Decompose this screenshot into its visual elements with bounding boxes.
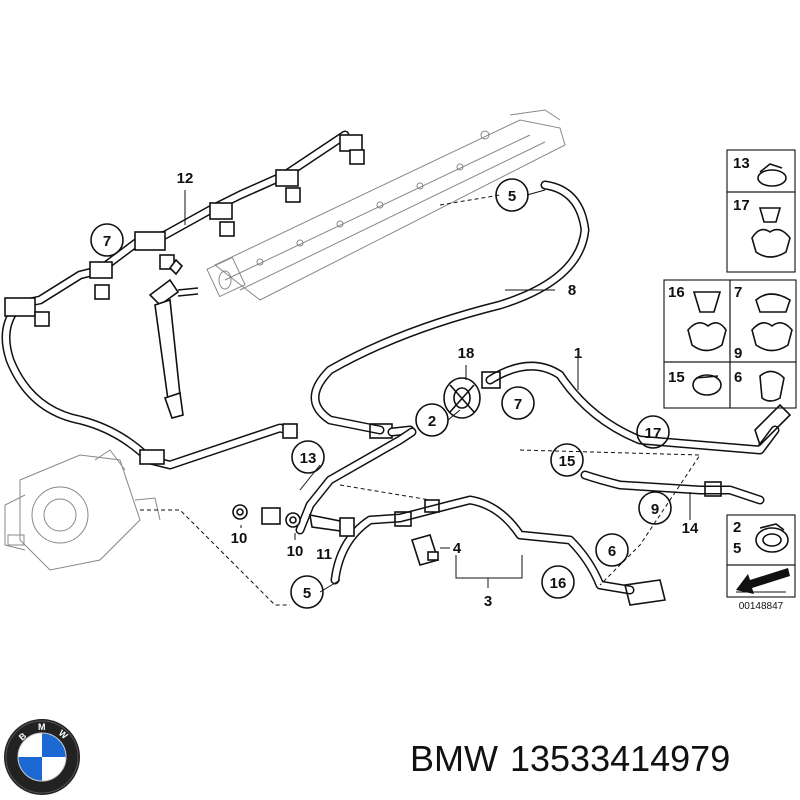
seals-and-bolt <box>232 504 355 537</box>
brand-name: BMW <box>410 738 498 779</box>
label-8: 8 <box>568 282 576 299</box>
label-11: 11 <box>316 546 332 563</box>
legend-label-16: 16 <box>668 284 685 301</box>
svg-text:7: 7 <box>514 396 522 413</box>
svg-text:5: 5 <box>508 188 516 205</box>
legend-clip-6-icon <box>759 370 785 402</box>
label-14: 14 <box>682 520 699 537</box>
svg-text:13: 13 <box>300 450 317 467</box>
legend-clamp-2-5-icon <box>755 523 789 553</box>
leader-lines <box>184 189 691 593</box>
legend-label-17: 17 <box>733 197 750 214</box>
part-caption: BMW 13533414979 <box>410 738 742 780</box>
callout-17: 17 <box>636 415 670 449</box>
svg-text:9: 9 <box>651 501 659 518</box>
legend-clip-17-icon <box>751 207 791 258</box>
return-hose-12 <box>1 130 365 470</box>
callout-5-upper: 5 <box>495 178 529 212</box>
legend-arrow-icon <box>736 568 790 594</box>
circled-callouts: 7 5 2 7 17 13 15 9 5 16 6 <box>90 178 672 609</box>
callout-5-lower: 5 <box>290 575 324 609</box>
legend-clip-7-9-icon <box>751 293 793 352</box>
bmw-logo: B M W <box>4 719 80 795</box>
callout-9: 9 <box>638 491 672 525</box>
svg-text:B: B <box>17 730 29 742</box>
legend-clip-16-icon <box>687 291 727 352</box>
hose-8 <box>310 180 590 439</box>
legend-clamp-13-icon <box>757 163 787 187</box>
svg-text:17: 17 <box>645 425 662 442</box>
callout-7-upper: 7 <box>90 223 124 257</box>
legend-label-7: 7 <box>734 284 742 301</box>
legend-label-15: 15 <box>668 369 685 386</box>
dashed-leaders <box>140 194 701 606</box>
legend-ref-code: 00148847 <box>739 601 784 612</box>
legend-clamp-15-icon <box>692 374 722 396</box>
legend-label-6: 6 <box>734 369 742 386</box>
svg-text:7: 7 <box>103 233 111 250</box>
label-3: 3 <box>484 593 492 610</box>
svg-text:2: 2 <box>428 413 436 430</box>
callout-6: 6 <box>595 533 629 567</box>
svg-text:5: 5 <box>303 585 311 602</box>
plain-labels: 12 8 18 1 14 10 10 11 4 3 <box>177 170 699 610</box>
legend-label-9: 9 <box>734 345 742 362</box>
callout-13: 13 <box>291 440 325 474</box>
part-number: 13533414979 <box>509 738 731 779</box>
legend-label-5: 5 <box>733 540 741 557</box>
fuel-rail <box>206 109 566 301</box>
injector <box>148 258 199 419</box>
callout-2: 2 <box>415 403 449 437</box>
label-12: 12 <box>177 170 194 187</box>
hose-14 <box>580 470 765 505</box>
label-4: 4 <box>453 540 462 557</box>
callout-7-middle: 7 <box>501 386 535 420</box>
callout-16: 16 <box>541 565 575 599</box>
label-18: 18 <box>458 345 475 362</box>
callout-15: 15 <box>550 443 584 477</box>
legend-label-2: 2 <box>733 519 741 536</box>
clamp-18 <box>443 377 481 419</box>
sensor-4 <box>410 534 440 566</box>
svg-text:16: 16 <box>550 575 567 592</box>
label-10-left: 10 <box>231 530 248 547</box>
svg-text:15: 15 <box>559 453 576 470</box>
svg-text:M: M <box>38 722 46 732</box>
fuel-line-1 <box>481 361 792 455</box>
legend-label-13: 13 <box>733 155 750 172</box>
label-10-right: 10 <box>287 543 304 560</box>
svg-text:6: 6 <box>608 543 616 560</box>
pipe-system-3 <box>295 427 666 606</box>
high-pressure-pump <box>4 449 161 571</box>
label-1: 1 <box>574 345 582 362</box>
parts-legend: 13 17 16 7 9 15 6 2 5 00148847 <box>663 149 797 612</box>
